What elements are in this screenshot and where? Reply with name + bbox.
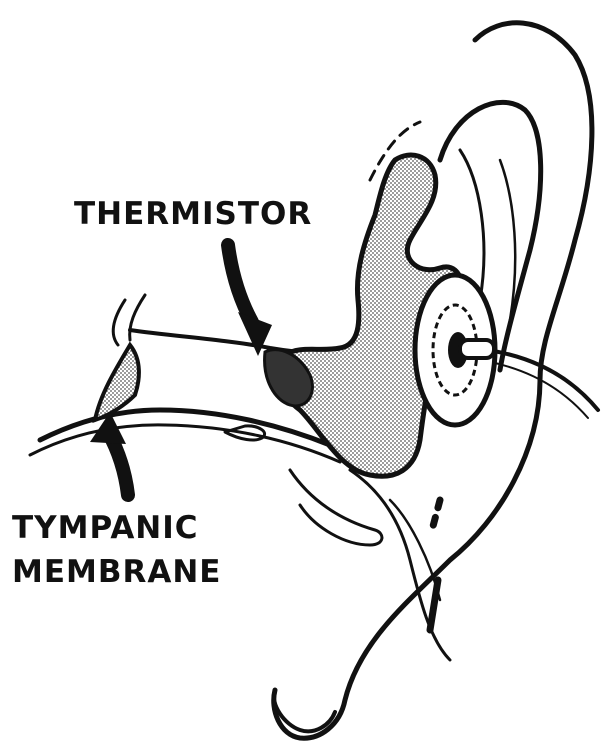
middle-ear-structure-2 bbox=[290, 470, 382, 545]
thermistor-arrow bbox=[228, 245, 252, 322]
tympanic-membrane bbox=[95, 345, 139, 420]
antihelix-back bbox=[500, 160, 515, 320]
tympanic-label-line2: MEMBRANE bbox=[12, 550, 222, 594]
canal-floor-curve bbox=[350, 470, 450, 660]
thermistor-label: THERMISTOR bbox=[74, 196, 312, 232]
probe-tip bbox=[460, 340, 494, 358]
tympanic-label-line1: TYMPANIC bbox=[12, 506, 222, 550]
lobe-dashes bbox=[432, 500, 440, 530]
tympanic-membrane-label: TYMPANIC MEMBRANE bbox=[12, 506, 222, 594]
ear-canal-wall-left-2 bbox=[113, 300, 125, 345]
lobe-dashes-2 bbox=[430, 580, 438, 630]
